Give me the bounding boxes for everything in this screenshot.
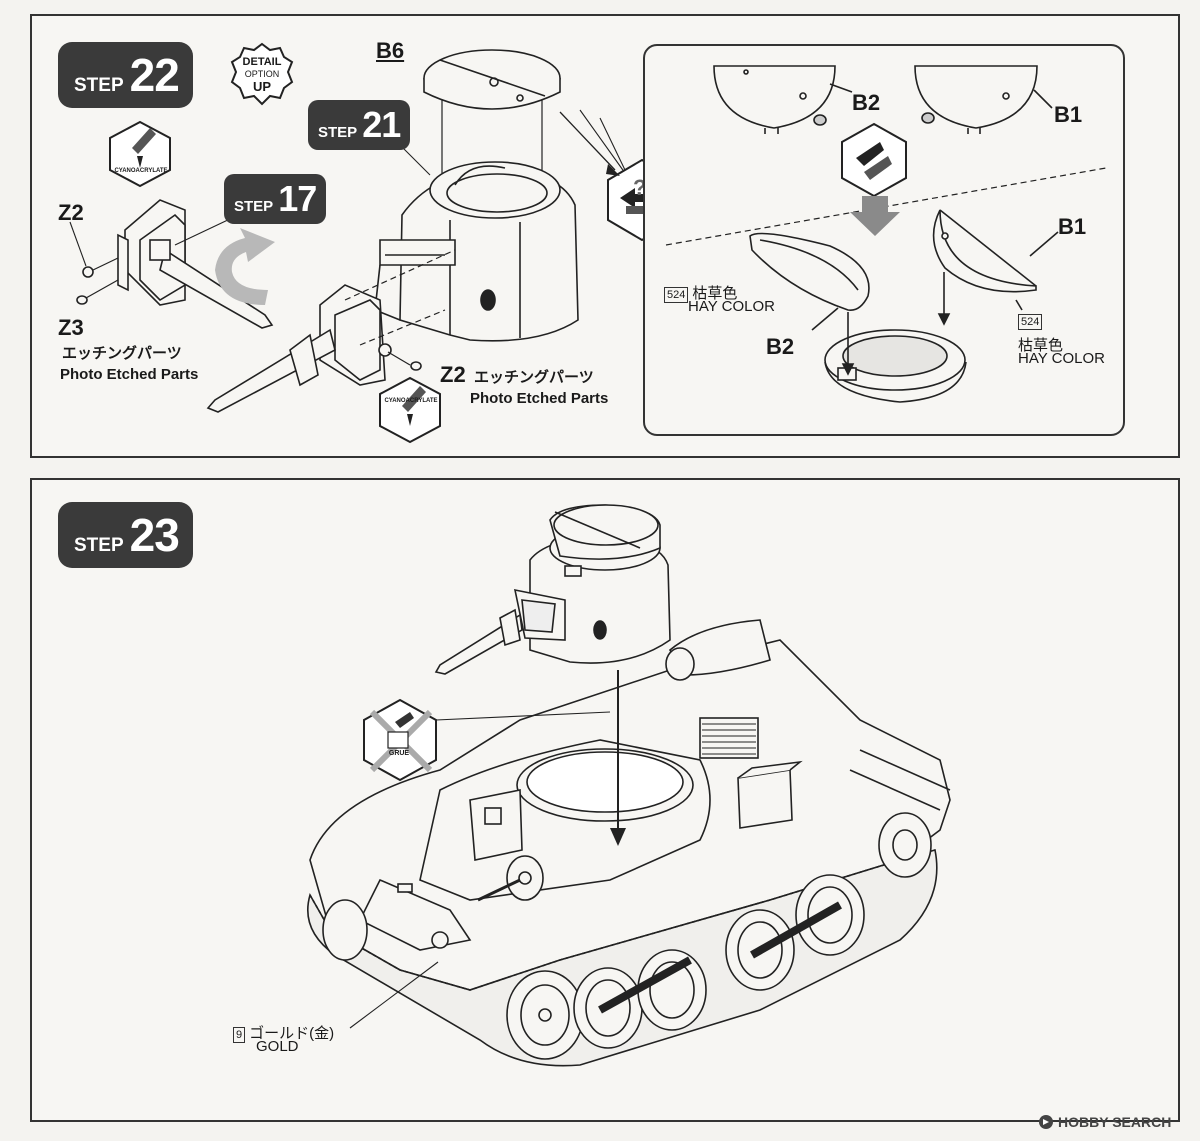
detail-line3: UP bbox=[252, 79, 272, 94]
paint-hay-right-en: HAY COLOR bbox=[1018, 350, 1105, 367]
etched-en-left: Photo Etched Parts bbox=[60, 366, 199, 383]
step-22-badge: STEP 22 bbox=[58, 42, 193, 108]
road-wheels bbox=[322, 812, 932, 1060]
cyanoacrylate-text-bottom: CYANOACRYLATE bbox=[384, 398, 438, 404]
paint-hay-right-jp: 枯草色 bbox=[1018, 337, 1064, 354]
cyanoacrylate-icon-bottom bbox=[379, 376, 441, 444]
detail-option-up-badge: DETAIL OPTION UP bbox=[230, 42, 294, 106]
cyanoacrylate-text-top: CYANOACRYLATE bbox=[114, 168, 168, 174]
rotate-arrow-icon bbox=[215, 228, 275, 305]
step-word: STEP bbox=[74, 75, 124, 96]
gun-assembly-right bbox=[206, 284, 392, 413]
tank-track bbox=[306, 848, 938, 1067]
part-b6-label: B6 bbox=[376, 38, 405, 63]
detail-gear-icon bbox=[230, 42, 294, 106]
detail-line1: DETAIL bbox=[242, 56, 282, 68]
part-z2-left-label: Z2 bbox=[58, 200, 84, 225]
paint-gold-en: GOLD bbox=[256, 1038, 299, 1055]
step-number: 23 bbox=[129, 509, 180, 561]
paint-number-box: 524 bbox=[1018, 314, 1043, 330]
gray-down-arrow-icon bbox=[850, 196, 900, 236]
part-b2-bottom-label: B2 bbox=[766, 334, 795, 359]
detail-line2: OPTION bbox=[244, 69, 280, 79]
step-number: 22 bbox=[129, 49, 180, 101]
part-z2-right-label: Z2 bbox=[440, 362, 466, 387]
etched-jp-left: エッチングパーツ bbox=[62, 345, 182, 362]
hobby-search-logo-icon bbox=[1039, 1115, 1053, 1129]
turret-body-step22 bbox=[374, 161, 579, 342]
step-word: STEP bbox=[74, 535, 124, 556]
step-21-ref-badge: STEP 21 bbox=[308, 100, 411, 150]
nipper-cutter-icon bbox=[841, 122, 907, 198]
etched-en-right: Photo Etched Parts bbox=[470, 390, 609, 407]
part-b1-mid-label: B1 bbox=[1058, 214, 1087, 239]
paint-number-box: 524 bbox=[664, 287, 689, 303]
no-glue-text: GRUE bbox=[388, 750, 410, 757]
paint-number-box: 9 bbox=[233, 1027, 246, 1043]
turret-assembled bbox=[434, 504, 671, 675]
step-17-ref-badge: STEP 17 bbox=[224, 174, 327, 224]
watermark-text: HOBBY SEARCH bbox=[1058, 1114, 1172, 1130]
part-z3-label: Z3 bbox=[58, 315, 84, 340]
cyanoacrylate-icon-top bbox=[109, 120, 171, 188]
paint-hay-right-num: 524 bbox=[1018, 312, 1046, 330]
step-23-badge: STEP 23 bbox=[58, 502, 193, 568]
part-b2-top-label: B2 bbox=[852, 90, 881, 115]
gun-assembly-step17 bbox=[117, 199, 274, 329]
part-b1-top-label: B1 bbox=[1054, 102, 1083, 127]
paint-hay-left-en: HAY COLOR bbox=[688, 298, 775, 315]
no-glue-icon bbox=[363, 698, 437, 782]
etched-jp-right: エッチングパーツ bbox=[474, 369, 594, 386]
